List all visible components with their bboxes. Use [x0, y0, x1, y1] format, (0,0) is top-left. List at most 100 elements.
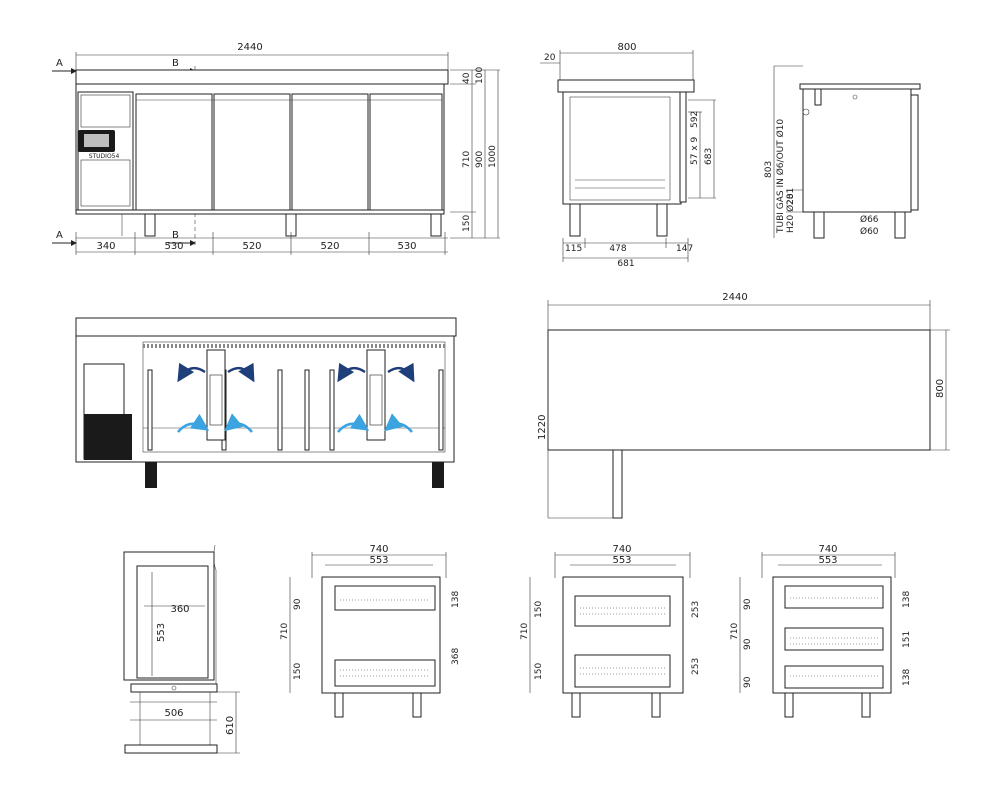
front-view: 2440 A A B B STUDIO54	[52, 42, 500, 255]
door-base	[130, 683, 218, 693]
drawer3-width: 740	[818, 544, 837, 555]
door-1	[135, 93, 213, 211]
airflow-arrow-out-1	[177, 362, 206, 383]
airflow-arrow-in-4	[384, 413, 413, 433]
top-view-outline	[547, 329, 931, 451]
vent-grille-bottom	[80, 159, 131, 207]
airflow-arrow-out-2	[227, 362, 255, 383]
airflow-arrow-in-3	[337, 413, 370, 433]
drawer1-dim-a: 90	[293, 598, 303, 610]
side-view-leg-1	[813, 211, 825, 239]
drawer1-bottom	[334, 659, 436, 687]
drawer1-inner: 553	[369, 555, 388, 566]
water-label: H20 Ø20	[785, 193, 796, 233]
section-b-top: B	[172, 58, 179, 69]
airflow-arrow-out-3	[337, 362, 366, 383]
shelf-posts	[147, 369, 444, 451]
height-710: 710	[462, 151, 472, 168]
drawer1-dim-b: 150	[293, 663, 303, 680]
segment-5: 530	[397, 241, 416, 252]
cutaway-leg-2	[432, 462, 444, 488]
drawer2-top	[574, 595, 671, 627]
drawer3-dim-b: 90	[743, 638, 753, 650]
airflow-arrow-in-2	[224, 413, 253, 433]
section-a-bottom: A	[56, 230, 63, 241]
vent-grille-top	[80, 94, 131, 128]
height-150: 150	[462, 215, 472, 232]
top-view-leg	[612, 449, 623, 519]
drawer1-dim-c: 138	[451, 591, 461, 608]
front-cutaway-view	[75, 317, 457, 488]
section-a-top: A	[56, 58, 63, 69]
plinth	[75, 209, 445, 215]
drawer2-inner: 553	[612, 555, 631, 566]
drawer1-dim-d: 368	[451, 648, 461, 665]
segment-3: 520	[242, 241, 261, 252]
gas-label: TUBI GAS IN Ø6/OUT Ø10	[775, 119, 786, 234]
leg-diameter-a: Ø66	[860, 214, 879, 225]
leg-3	[430, 213, 442, 237]
door-detail-view: 360 553 506 610	[123, 544, 240, 754]
cutaway-leg-1	[145, 462, 157, 488]
side-view-leg-2	[894, 211, 906, 239]
height-1000: 1000	[488, 145, 498, 168]
segment-1: 340	[96, 241, 115, 252]
side-height-label: 803	[764, 161, 774, 178]
door-width: 506	[164, 708, 183, 719]
drawer-view-2: 740 553 710 150 150 253 253	[520, 544, 701, 718]
drawer3-middle	[784, 627, 884, 651]
cutaway-worktop	[75, 317, 457, 337]
leg-height-label: 1220	[537, 415, 548, 440]
side-leg-2	[656, 203, 668, 237]
brand-label: STUDIO54	[89, 153, 120, 160]
drawer2-bottom	[574, 654, 671, 688]
top-depth-label: 800	[935, 379, 946, 398]
side-view-body	[802, 88, 912, 213]
drawer3-dim-c: 90	[743, 676, 753, 688]
cutaway-body	[75, 335, 455, 463]
drawer3-dim-a: 90	[743, 598, 753, 610]
bottom-147: 147	[676, 244, 693, 254]
compressor	[84, 414, 132, 460]
drawer2-dim-b: 150	[534, 663, 544, 680]
height-40: 40	[462, 72, 472, 84]
inner-cavity	[569, 96, 671, 201]
door-floor	[124, 744, 218, 754]
section-b-bottom: B	[172, 230, 179, 241]
drawer1-height: 710	[280, 623, 290, 640]
side-worktop	[557, 79, 695, 93]
drawer2-dim-d: 253	[691, 658, 701, 675]
drawer1-width: 740	[369, 544, 388, 555]
bottom-115: 115	[565, 244, 582, 254]
drawer2-height: 710	[520, 623, 530, 640]
leg-1	[144, 213, 156, 237]
drawer-view-3: 740 553 710 90 90 90 138 151 138	[730, 544, 912, 718]
drawer3-dim-d: 138	[902, 591, 912, 608]
bottom-total: 681	[617, 259, 634, 269]
door-3	[291, 93, 369, 211]
door-2	[213, 93, 291, 211]
drawer2-width: 740	[612, 544, 631, 555]
drawer3-inner: 553	[818, 555, 837, 566]
drawer3-bottom	[784, 665, 884, 689]
side-view-top	[799, 83, 921, 90]
airflow-arrow-in-1	[177, 413, 210, 433]
depth-label: 800	[617, 42, 636, 53]
worktop	[75, 69, 449, 85]
leg-diameter-b: Ø60	[860, 226, 879, 237]
drawer3-dim-e: 151	[902, 631, 912, 648]
height-100: 100	[475, 67, 485, 84]
top-view: 2440 800 1220	[537, 292, 950, 519]
top-width-label: 2440	[722, 292, 747, 303]
drawer2-dim-a: 150	[534, 601, 544, 618]
overall-width-label: 2440	[237, 42, 262, 53]
drawer3-top	[784, 585, 884, 609]
door-inner-width: 360	[170, 604, 189, 615]
side-leg-1	[569, 203, 581, 237]
drawer2-dim-c: 253	[691, 601, 701, 618]
segment-2: 530	[164, 241, 183, 252]
side-body	[562, 91, 682, 205]
bottom-478: 478	[609, 244, 626, 254]
